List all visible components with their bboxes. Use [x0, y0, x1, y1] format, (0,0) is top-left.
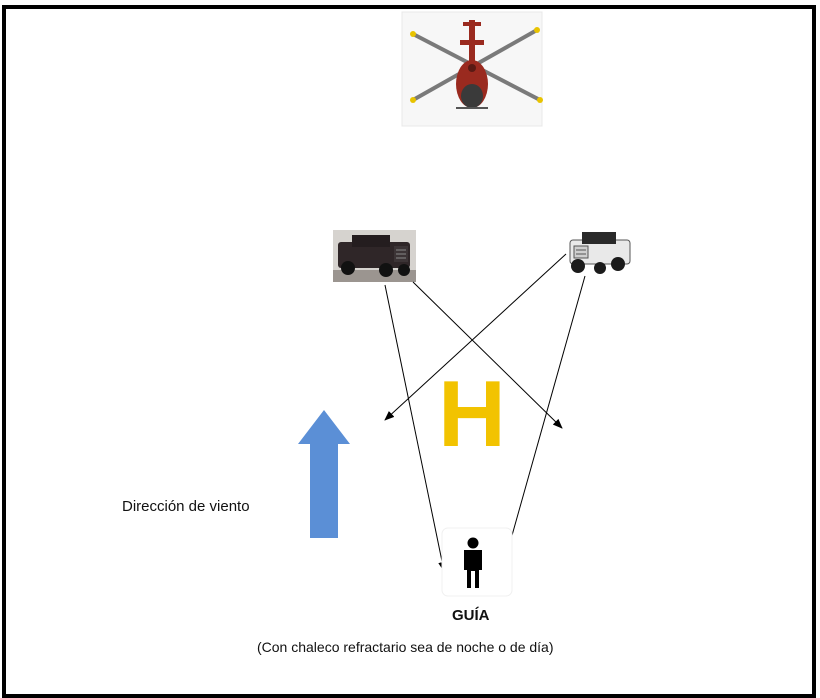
page-border: [2, 5, 816, 698]
route-arrow-right-vehicle-to-guide: [500, 275, 586, 572]
person-icon: [441, 527, 513, 597]
route-arrow-left-vehicle-to-guide: [384, 284, 447, 572]
helipad-marker: H: [438, 361, 506, 466]
vehicle-left-icon: [333, 230, 416, 282]
vehicle-right-icon: [564, 230, 636, 276]
route-arrow-left-vehicle-to-right: [412, 281, 563, 429]
route-arrow-right-vehicle-to-left: [384, 253, 567, 421]
guide-title: GUÍA: [452, 607, 490, 624]
helicopter-icon: [401, 11, 543, 127]
up-arrow-icon: [298, 410, 350, 538]
guide-note: (Con chaleco refractario sea de noche o …: [257, 639, 554, 655]
wind-direction-label: Dirección de viento: [122, 498, 250, 515]
